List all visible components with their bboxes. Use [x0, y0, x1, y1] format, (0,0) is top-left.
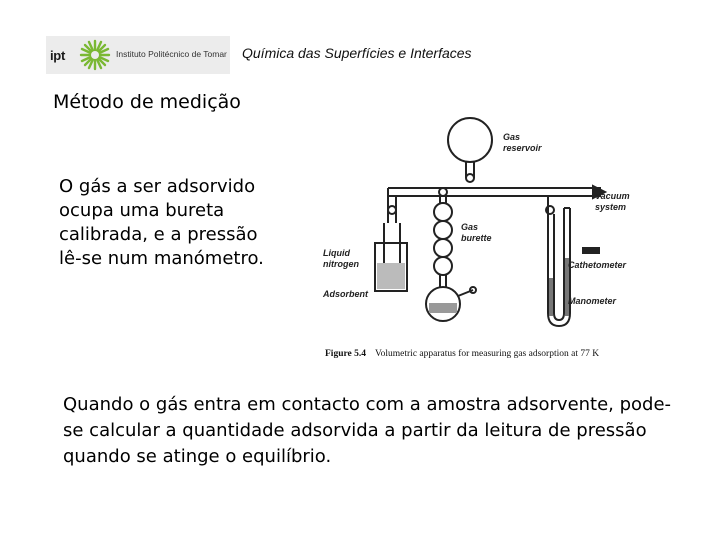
- lead-paragraph: O gás a ser adsorvido ocupa uma bureta c…: [59, 176, 264, 269]
- manometer-mercury-right: [565, 258, 569, 316]
- course-title: Química das Superfícies e Interfaces: [242, 45, 472, 61]
- apparatus-lines: [374, 117, 608, 328]
- bottom-paragraph: Quando o gás entra em contacto com a amo…: [63, 394, 672, 467]
- logo-institution-name: Instituto Politécnico de Tomar: [116, 49, 227, 59]
- label-adsorbent: Adsorbent: [322, 289, 369, 299]
- logo-abbreviation: ipt: [50, 48, 65, 63]
- figure-caption-text: Volumetric apparatus for measuring gas a…: [375, 348, 599, 359]
- label-manometer: Manometer: [568, 296, 617, 306]
- label-gas-reservoir-line1: Gas: [503, 132, 520, 142]
- apparatus-diagram: Gas reservoir Vacuum system Gas burette …: [283, 78, 653, 378]
- logo-star-icon: [79, 39, 111, 71]
- label-vacuum-line2: system: [595, 202, 626, 212]
- label-gas-burette-line2: burette: [461, 233, 492, 243]
- institution-logo: ipt Instituto Politécnico de Tomar: [46, 36, 230, 74]
- slide-title: Método de medição: [53, 91, 241, 113]
- label-liquid-nitrogen-line1: Liquid: [323, 248, 350, 258]
- label-cathetometer: Cathetometer: [568, 260, 627, 270]
- figure-background: [283, 78, 653, 378]
- liquid-nitrogen-fill: [377, 263, 405, 289]
- mercury-fill: [429, 303, 457, 313]
- label-vacuum-line1: Vacuum: [595, 191, 630, 201]
- manometer-mercury-left: [549, 278, 553, 316]
- label-gas-reservoir-line2: reservoir: [503, 143, 542, 153]
- label-gas-burette-line1: Gas: [461, 222, 478, 232]
- label-liquid-nitrogen-line2: nitrogen: [323, 259, 359, 269]
- figure-caption-label: Figure 5.4: [325, 349, 366, 359]
